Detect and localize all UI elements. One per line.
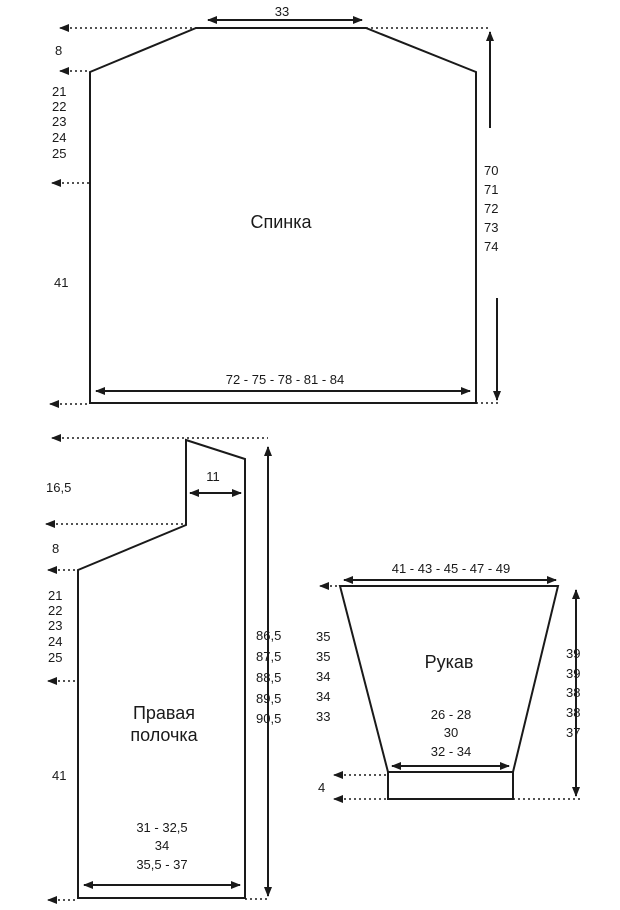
front-armhole-depth-label: 23 <box>48 618 62 633</box>
front-piece: 11 16,5 8 21 22 23 24 25 41 86,5 87,5 88… <box>45 434 281 904</box>
sleeve-cuff-width-label: 30 <box>444 725 458 740</box>
sleeve-side-length-label: 33 <box>316 709 330 724</box>
front-total-length-label: 90,5 <box>256 711 281 726</box>
back-title: Спинка <box>250 212 312 232</box>
sleeve-piece: 41 - 43 - 45 - 47 - 49 35 35 34 34 33 4 … <box>316 561 582 803</box>
back-piece: 33 8 21 22 23 24 25 41 70 71 72 73 74 Сп… <box>49 4 501 408</box>
front-armhole-depth-label: 24 <box>48 634 62 649</box>
front-neck-width-label: 11 <box>206 469 220 484</box>
sleeve-total-length-label: 39 <box>566 666 580 681</box>
sleeve-side-length-label: 34 <box>316 669 330 684</box>
back-bottom-width-label: 72 - 75 - 78 - 81 - 84 <box>226 372 345 387</box>
back-armhole-depth-label: 22 <box>52 99 66 114</box>
front-bottom-width-label: 34 <box>155 838 169 853</box>
back-total-length-label: 70 <box>484 163 498 178</box>
front-title-line2: полочка <box>130 725 198 745</box>
back-armhole-depth-label: 21 <box>52 84 66 99</box>
sleeve-total-length-label: 39 <box>566 646 580 661</box>
back-armhole-depth-label: 23 <box>52 114 66 129</box>
sleeve-cuff-width-label: 26 - 28 <box>431 707 471 722</box>
back-side-length-label: 41 <box>54 275 68 290</box>
sleeve-cuff-height-label: 4 <box>318 780 325 795</box>
front-side-length-label: 41 <box>52 768 66 783</box>
front-outline <box>77 438 246 899</box>
front-bottom-width-label: 31 - 32,5 <box>136 820 187 835</box>
sleeve-cuff-outline <box>387 771 514 800</box>
sleeve-side-length-label: 35 <box>316 629 330 644</box>
back-total-length-label: 72 <box>484 201 498 216</box>
front-armhole-depth-label: 22 <box>48 603 62 618</box>
back-neck-width-label: 33 <box>275 4 289 19</box>
back-total-length-label: 74 <box>484 239 498 254</box>
sleeve-total-length-label: 38 <box>566 705 580 720</box>
sleeve-side-length-label: 34 <box>316 689 330 704</box>
front-neck-depth-label: 16,5 <box>46 480 71 495</box>
front-shoulder-drop-label: 8 <box>52 541 59 556</box>
back-total-length-label: 73 <box>484 220 498 235</box>
sleeve-cuff-width-label: 32 - 34 <box>431 744 471 759</box>
front-total-length-label: 89,5 <box>256 691 281 706</box>
sleeve-top-width-label: 41 - 43 - 45 - 47 - 49 <box>392 561 511 576</box>
front-bottom-width-label: 35,5 - 37 <box>136 857 187 872</box>
sleeve-title: Рукав <box>425 652 474 672</box>
front-armhole-depth-label: 25 <box>48 650 62 665</box>
front-title-line1: Правая <box>133 703 195 723</box>
back-armhole-depth-label: 24 <box>52 130 66 145</box>
front-total-length-label: 86,5 <box>256 628 281 643</box>
sleeve-total-length-label: 38 <box>566 685 580 700</box>
front-total-length-label: 87,5 <box>256 649 281 664</box>
sleeve-total-length-label: 37 <box>566 725 580 740</box>
front-total-length-label: 88,5 <box>256 670 281 685</box>
back-total-length-label: 71 <box>484 182 498 197</box>
front-armhole-depth-label: 21 <box>48 588 62 603</box>
sleeve-side-length-label: 35 <box>316 649 330 664</box>
back-armhole-depth-label: 25 <box>52 146 66 161</box>
back-shoulder-drop-label: 8 <box>55 43 62 58</box>
